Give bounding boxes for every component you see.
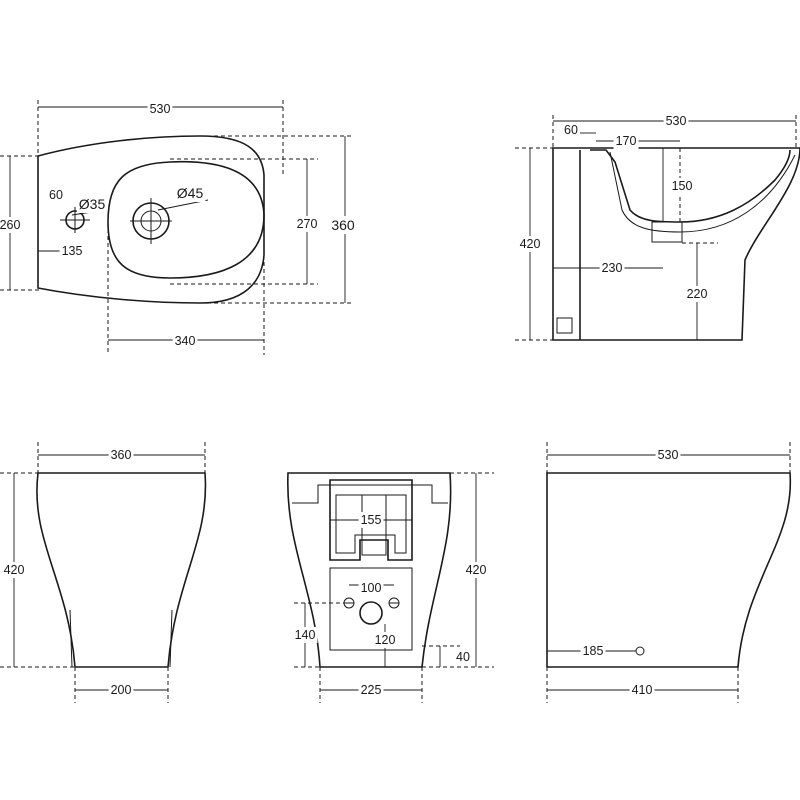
back-dim-fixing-spacing: 100: [361, 581, 382, 595]
label-backing: [108, 682, 134, 698]
back-pan-inner: [335, 494, 407, 554]
label-backing: [358, 512, 384, 528]
label-backing: [629, 682, 655, 698]
back-view: 155 100 140 120 420 40 225: [287, 472, 494, 703]
label-backing: [172, 333, 198, 349]
back-dim-drain-height: 120: [375, 633, 396, 647]
back-dim-pan-width: 155: [361, 513, 382, 527]
top-dim-width: 530: [150, 102, 171, 116]
front-view: 360 420 200: [0, 442, 207, 703]
front-dim-height: 420: [4, 563, 25, 577]
label-backing: [655, 447, 681, 463]
side-dim-base-width: 410: [632, 683, 653, 697]
sec-dim-inlet: 170: [616, 134, 637, 148]
top-view: 530 260 360 270 340 135 60 Ø35 Ø45: [0, 100, 357, 355]
label-backing: [0, 217, 23, 233]
top-dim-depth: 360: [331, 217, 355, 233]
label-backing: [358, 682, 384, 698]
top-dim-bowl-depth: 270: [297, 217, 318, 231]
label-backing: [663, 113, 689, 129]
label-backing: [76, 195, 108, 213]
section-rear-block: [556, 317, 573, 334]
side-fixing-hole: [635, 646, 645, 656]
sec-dim-outlet-height: 220: [687, 287, 708, 301]
sec-dim-width: 530: [666, 114, 687, 128]
section-bowl: [590, 149, 791, 223]
label-backing: [562, 122, 580, 138]
top-dim-drain-dia: Ø45: [177, 185, 204, 201]
side-outline: [546, 472, 792, 668]
back-dim-base-width: 225: [361, 683, 382, 697]
front-dim-top-width: 360: [111, 448, 132, 462]
section-outlet: [651, 221, 683, 243]
top-view-bowl: [107, 160, 265, 279]
back-rim: [292, 484, 448, 504]
label-backing: [613, 133, 639, 149]
label-backing: [174, 184, 206, 202]
label-backing: [599, 260, 625, 276]
label-backing: [147, 101, 173, 117]
label-backing: [108, 447, 134, 463]
label-backing: [358, 580, 384, 596]
label-backing: [329, 216, 357, 234]
front-dim-base-width: 200: [111, 683, 132, 697]
label-backing: [454, 649, 472, 665]
section-view: 530 60 170 150 420 230 220: [515, 113, 800, 341]
back-pan: [329, 479, 413, 561]
label-backing: [47, 187, 65, 203]
back-drain-hole: [359, 601, 383, 625]
side-view: 530 185 410: [546, 442, 792, 703]
label-backing: [372, 632, 398, 648]
section-bowl-inner: [609, 151, 796, 233]
top-dim-rear: 260: [0, 218, 20, 232]
back-dim-height: 420: [466, 563, 487, 577]
label-backing: [580, 643, 606, 659]
top-dim-tap-dia: Ø35: [79, 196, 106, 212]
top-dim-tap-offset: 60: [49, 188, 63, 202]
back-lower-panel: [329, 567, 413, 651]
front-foot-right: [169, 609, 173, 668]
section-outline: [552, 147, 800, 341]
label-backing: [1, 562, 27, 578]
label-backing: [463, 562, 489, 578]
side-dim-width: 530: [658, 448, 679, 462]
label-backing: [292, 627, 318, 643]
label-backing: [59, 243, 85, 259]
label-backing: [669, 178, 695, 194]
front-outline: [36, 472, 207, 668]
front-foot-left: [69, 609, 73, 668]
back-dim-base-offset: 40: [456, 650, 470, 664]
label-backing: [517, 236, 543, 252]
sec-dim-rear-offset: 60: [564, 123, 578, 137]
side-dim-fixing-offset: 185: [583, 644, 604, 658]
label-backing: [684, 286, 710, 302]
sec-dim-height: 420: [520, 237, 541, 251]
label-backing: [294, 216, 320, 232]
sec-dim-bowl-depth: 150: [672, 179, 693, 193]
top-dim-tap-center: 135: [62, 244, 83, 258]
top-dim-bowl-width: 340: [175, 334, 196, 348]
back-dim-fixing-height: 140: [295, 628, 316, 642]
sec-dim-outlet-offset: 230: [602, 261, 623, 275]
